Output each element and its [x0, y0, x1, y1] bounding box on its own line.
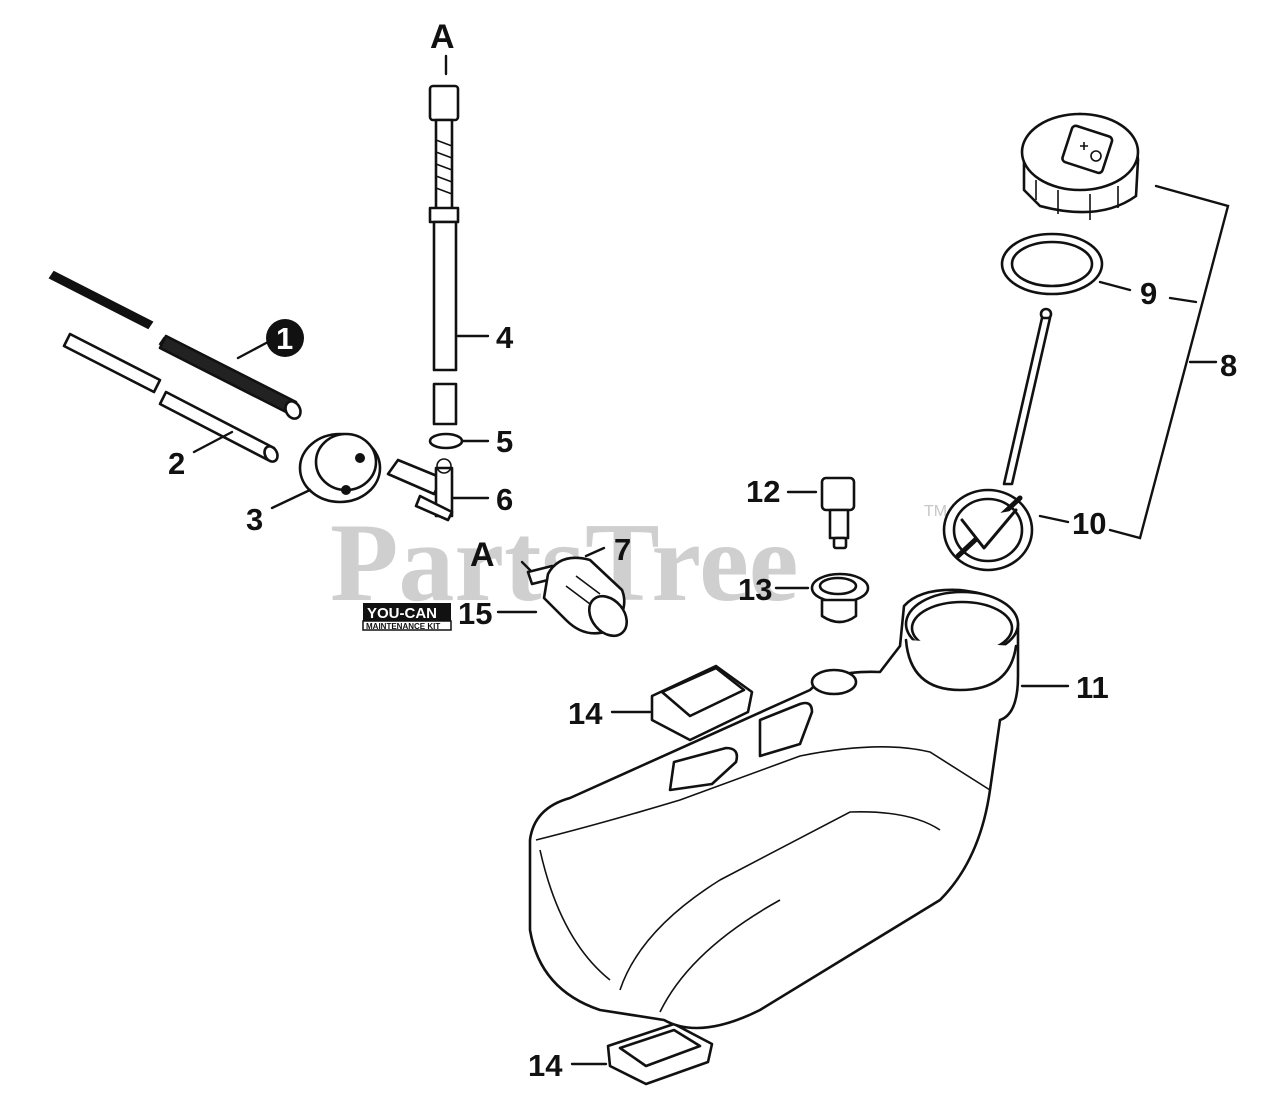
callout-5: 5	[496, 424, 513, 459]
callout-11: 11	[1076, 670, 1109, 705]
callout-ref-a-mid: A	[470, 536, 495, 574]
callout-6: 6	[496, 482, 513, 517]
fuel-hose-vertical[interactable]	[428, 84, 460, 426]
callout-4: 4	[496, 320, 514, 355]
fuel-line-tubes[interactable]	[48, 270, 303, 464]
watermark-trademark: TM	[924, 503, 947, 520]
badge-you-can: YOU-CAN	[367, 605, 437, 622]
tank-pad-top[interactable]	[650, 664, 754, 742]
callout-14-bottom: 14	[528, 1048, 563, 1083]
callout-2: 2	[168, 446, 185, 481]
badge-maintenance-kit: MAINTENANCE KIT	[366, 622, 440, 631]
vent-fitting[interactable]	[820, 476, 856, 550]
callout-1: 1	[276, 321, 293, 356]
fuel-tank[interactable]	[528, 588, 1020, 1030]
callout-12: 12	[746, 474, 780, 509]
callout-14-top: 14	[568, 696, 603, 731]
callout-ref-a-top: A	[430, 18, 455, 56]
fuel-cap[interactable]	[1020, 112, 1140, 220]
tank-pad-bottom[interactable]	[606, 1022, 714, 1086]
cap-tether[interactable]	[942, 307, 1053, 572]
vent-grommet[interactable]	[810, 572, 870, 624]
cap-gasket[interactable]	[1000, 232, 1104, 296]
fuel-filter[interactable]	[526, 556, 634, 643]
elbow-fitting[interactable]	[386, 458, 454, 522]
callout-15: 15	[458, 596, 492, 631]
callout-3: 3	[246, 502, 263, 537]
leader-lines	[192, 54, 1230, 1066]
hose-clamp[interactable]	[428, 432, 464, 450]
callout-1-circle	[266, 319, 304, 357]
callout-8: 8	[1220, 348, 1237, 383]
tank-grommet[interactable]	[298, 432, 382, 504]
callout-9: 9	[1140, 276, 1157, 311]
callout-13: 13	[738, 572, 772, 607]
callout-10: 10	[1072, 506, 1106, 541]
callout-7: 7	[614, 532, 631, 567]
you-can-maintenance-badge: YOU-CAN MAINTENANCE KIT	[362, 603, 452, 631]
